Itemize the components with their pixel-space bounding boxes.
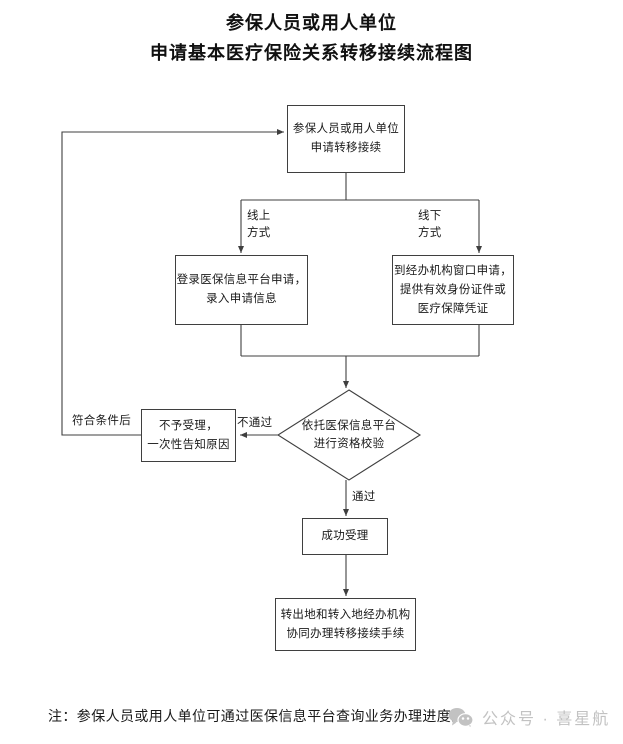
flowchart: 参保人员或用人单位 申请转移接续 登录医保信息平台申请， 录入申请信息 到经办机… — [0, 85, 623, 675]
node-offline-application[interactable]: 到经办机构窗口申请， 提供有效身份证件或 医疗保障凭证 — [392, 255, 514, 325]
node-accept-line-1: 成功受理 — [321, 530, 369, 542]
edge-label-online-line-1: 线上 — [247, 210, 271, 222]
node-decision-line-1: 依托医保信息平台 — [301, 420, 397, 432]
node-start[interactable]: 参保人员或用人单位 申请转移接续 — [287, 105, 405, 173]
page-title-line-2: 申请基本医疗保险关系转移接续流程图 — [150, 43, 473, 63]
edge-label-eligible: 符合条件后 — [72, 413, 131, 430]
node-accepted[interactable]: 成功受理 — [302, 518, 388, 555]
edge-label-pass: 通过 — [352, 489, 376, 506]
page-title: 参保人员或用人单位 申请基本医疗保险关系转移接续流程图 — [0, 8, 623, 68]
edge-reject-to-start — [61, 129, 284, 436]
node-offline-line-3: 医疗保障凭证 — [417, 302, 489, 315]
node-decision-line-2: 进行资格校验 — [313, 438, 385, 450]
node-reject[interactable]: 不予受理， 一次性告知原因 — [141, 409, 236, 462]
node-online-line-1: 登录医保信息平台申请， — [176, 274, 307, 286]
node-decision-label: 依托医保信息平台 进行资格校验 — [278, 417, 420, 453]
watermark: 公众号 · 喜星航 — [448, 705, 610, 729]
edge-label-online-method: 线上 方式 — [247, 208, 271, 242]
wechat-icon — [448, 707, 474, 729]
node-final-line-1: 转出地和转入地经办机构 — [280, 608, 411, 621]
flowchart-connectors — [61, 129, 482, 596]
node-reject-line-1: 不予受理， — [159, 419, 218, 432]
node-final-handling[interactable]: 转出地和转入地经办机构 协同办理转移接续手续 — [275, 598, 416, 651]
decision-diamond-shape — [276, 389, 422, 481]
edge-label-offline-line-1: 线下 — [418, 210, 442, 222]
node-online-line-2: 录入申请信息 — [206, 293, 277, 305]
node-online-application[interactable]: 登录医保信息平台申请， 录入申请信息 — [175, 255, 308, 325]
node-final-line-2: 协同办理转移接续手续 — [286, 627, 405, 640]
edge-label-offline-line-2: 方式 — [418, 227, 442, 239]
node-offline-line-2: 提供有效身份证件或 — [399, 283, 507, 296]
edge-label-fail: 不通过 — [237, 415, 273, 432]
edge-label-online-line-2: 方式 — [247, 227, 271, 239]
page-title-line-1: 参保人员或用人单位 — [226, 13, 397, 33]
node-decision-verification[interactable]: 依托医保信息平台 进行资格校验 — [278, 390, 420, 480]
watermark-text: 公众号 · 喜星航 — [482, 711, 611, 728]
footer-note: 注：参保人员或用人单位可通过医保信息平台查询业务办理进度。 — [48, 710, 466, 725]
node-start-line-2: 申请转移接续 — [310, 142, 382, 154]
node-offline-line-1: 到经办机构窗口申请， — [394, 264, 512, 277]
node-reject-line-2: 一次性告知原因 — [147, 438, 230, 451]
node-start-line-1: 参保人员或用人单位 — [292, 123, 400, 135]
edge-label-offline-method: 线下 方式 — [418, 208, 442, 242]
